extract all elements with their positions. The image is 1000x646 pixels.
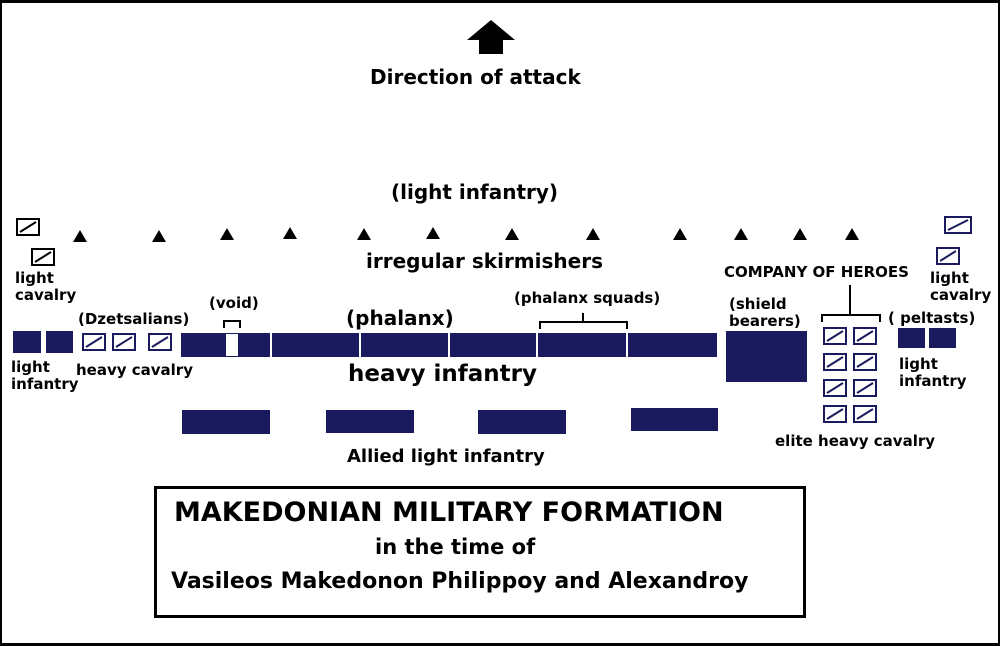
peltasts-label: ( peltasts) [888, 309, 976, 327]
company-bracket [821, 314, 881, 316]
left-light-infantry-block [46, 331, 73, 353]
cavalry-square-icon [82, 333, 106, 351]
elite-cavalry-label: elite heavy cavalry [775, 432, 936, 450]
cavalry-square-icon [853, 353, 877, 371]
shield-bearers-block [726, 331, 807, 382]
cavalry-square-icon [823, 379, 847, 397]
allied-infantry-block [326, 410, 414, 433]
squads-bracket [539, 321, 628, 323]
peltasts-block [898, 328, 925, 348]
company-bracket [879, 314, 881, 322]
skirmisher-triangle-icon [673, 228, 687, 240]
phalanx-divider [536, 333, 538, 357]
phalanx-divider [359, 333, 361, 357]
company-bracket [849, 285, 851, 315]
skirmisher-triangle-icon [426, 227, 440, 239]
right-light-cavalry-label: light cavalry [930, 269, 992, 305]
skirmisher-triangle-icon [220, 228, 234, 240]
left-light-infantry-block [13, 331, 41, 353]
cavalry-square-icon [853, 405, 877, 423]
skirmisher-triangle-icon [845, 228, 859, 240]
void-bracket [223, 320, 225, 328]
title-line-1: MAKEDONIAN MILITARY FORMATION [174, 497, 724, 528]
allied-infantry-block [182, 410, 270, 434]
allied-infantry-block [631, 408, 718, 431]
heavy-cavalry-label: heavy cavalry [76, 361, 193, 379]
skirmisher-triangle-icon [357, 228, 371, 240]
cavalry-square-icon [823, 327, 847, 345]
cavalry-square-icon [823, 405, 847, 423]
company-label: COMPANY OF HEROES [724, 263, 909, 281]
skirmisher-triangle-icon [73, 230, 87, 242]
right-light-infantry-label: light infantry [899, 355, 967, 391]
up-arrow-icon [467, 20, 515, 54]
left-light-infantry-label: light infantry [11, 358, 79, 394]
heavy-infantry-label: heavy infantry [348, 361, 537, 387]
squads-bracket [539, 321, 541, 329]
cavalry-square-icon [148, 333, 172, 351]
phalanx-divider [626, 333, 628, 357]
phalanx-squads-label: (phalanx squads) [514, 289, 661, 307]
direction-label: Direction of attack [370, 65, 581, 89]
cavalry-square-icon [936, 247, 960, 265]
void-gap [225, 333, 239, 357]
dzetsalians-label: (Dzetsalians) [78, 310, 190, 328]
title-line-2: in the time of [375, 535, 536, 559]
skirmisher-triangle-icon [283, 227, 297, 239]
left-light-cavalry-label: light cavalry [15, 269, 77, 305]
cavalry-square-icon [853, 327, 877, 345]
peltasts-block [929, 328, 956, 348]
shield-bearers-label: (shield bearers) [729, 295, 801, 331]
skirmishers-label: irregular skirmishers [366, 249, 603, 273]
squads-bracket [626, 321, 628, 329]
phalanx-divider [270, 333, 272, 357]
skirmisher-triangle-icon [793, 228, 807, 240]
cavalry-square-icon [853, 379, 877, 397]
void-bracket [223, 320, 241, 322]
skirmisher-triangle-icon [586, 228, 600, 240]
cavalry-square-icon [944, 216, 972, 234]
company-bracket [821, 314, 823, 322]
cavalry-square-icon [16, 218, 40, 236]
light-infantry-header: (light infantry) [391, 180, 559, 204]
cavalry-square-icon [112, 333, 136, 351]
squads-bracket [582, 313, 584, 322]
skirmisher-triangle-icon [505, 228, 519, 240]
title-box: MAKEDONIAN MILITARY FORMATION in the tim… [154, 486, 806, 618]
cavalry-square-icon [823, 353, 847, 371]
allied-label: Allied light infantry [347, 446, 545, 467]
phalanx-divider [448, 333, 450, 357]
void-label: (void) [209, 294, 259, 312]
title-line-3: Vasileos Makedonon Philippoy and Alexand… [171, 569, 749, 594]
cavalry-square-icon [31, 248, 55, 266]
void-bracket [239, 320, 241, 328]
skirmisher-triangle-icon [152, 230, 166, 242]
allied-infantry-block [478, 410, 566, 434]
skirmisher-triangle-icon [734, 228, 748, 240]
phalanx-label: (phalanx) [346, 306, 454, 330]
